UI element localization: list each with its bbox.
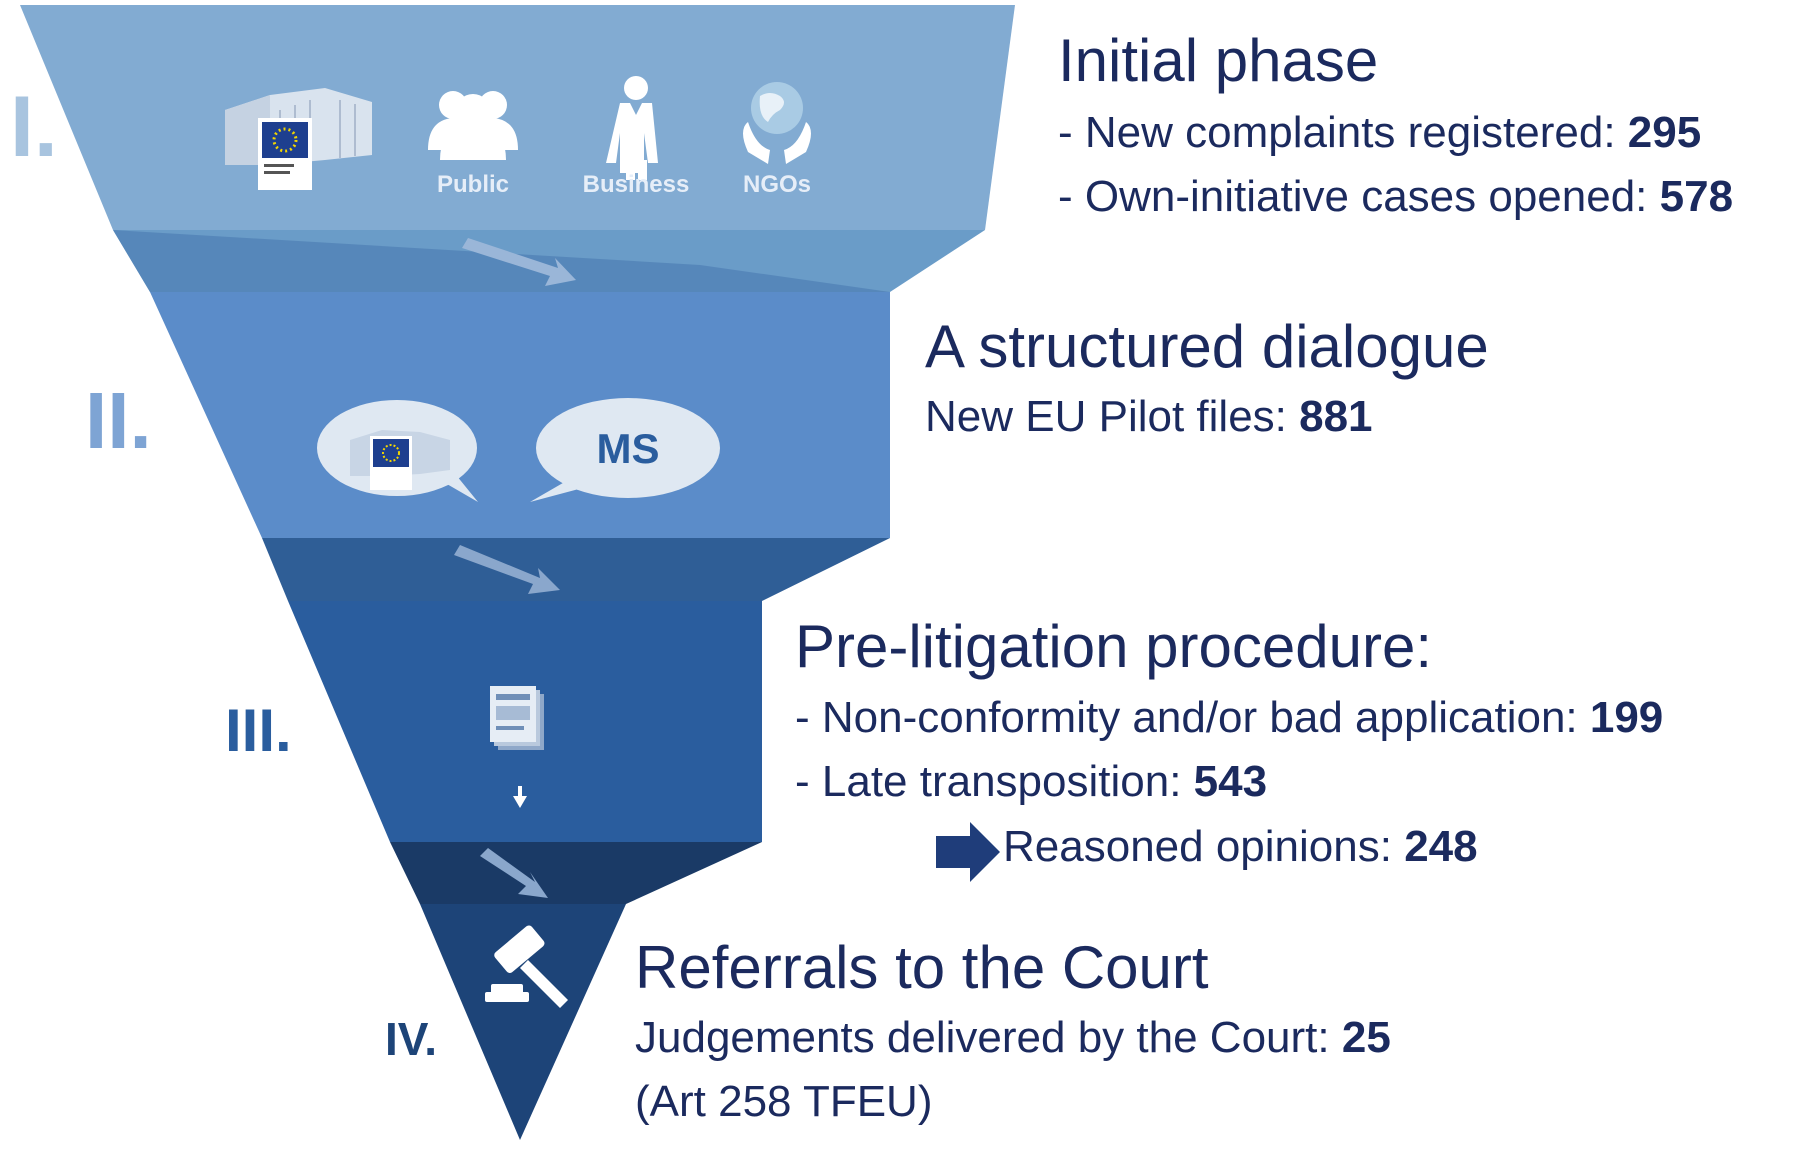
public-label: Public — [437, 171, 509, 198]
stage-3-line-1-value: 199 — [1589, 693, 1664, 742]
stage-3-line-2: - Late transposition: 543 — [795, 756, 1267, 808]
stage-3-numeral: III. — [225, 697, 292, 764]
stage-3-line-1-label: - Non-conformity and/or bad application: — [795, 693, 1590, 742]
stage-3-title: Pre-litigation procedure: — [795, 613, 1433, 680]
stage-2-band — [150, 292, 890, 538]
connector-band-1-2-shadow — [113, 230, 890, 292]
connector-band-3-4 — [390, 842, 762, 904]
ms-bubble-label: MS — [597, 425, 660, 472]
stage-3-line-2-value: 543 — [1193, 757, 1268, 806]
stage-1-line-1: - New complaints registered: 295 — [1058, 107, 1701, 159]
stage-1-line-1-label: - New complaints registered: — [1058, 108, 1628, 157]
stage-4-line-1-label: Judgements delivered by the Court: — [635, 1013, 1342, 1062]
right-arrow-icon — [936, 822, 1000, 882]
flow-arrow-1-icon — [462, 238, 576, 286]
stage-3-line-3-label: Reasoned opinions: — [1003, 822, 1405, 871]
stage-1-line-1-value: 295 — [1627, 108, 1702, 157]
ngos-label: NGOs — [743, 171, 811, 198]
stage-1-numeral: I. — [10, 79, 58, 175]
business-label: Business — [583, 171, 690, 198]
stage-1-line-2: - Own-initiative cases opened: 578 — [1058, 171, 1733, 223]
flow-arrow-2-icon — [454, 545, 560, 594]
flow-arrow-3-icon — [480, 848, 548, 898]
gavel-icon — [485, 925, 568, 1008]
stage-4-numeral: IV. — [385, 1013, 438, 1065]
stage-2-line-1-label: New EU Pilot files: — [925, 392, 1300, 441]
stage-1-band — [20, 5, 1015, 230]
down-arrow-icon — [513, 786, 527, 808]
public-group-icon — [428, 91, 518, 160]
speech-bubble-eu-icon — [317, 400, 478, 502]
business-person-icon — [606, 76, 658, 180]
stage-3-line-3-value: 248 — [1404, 822, 1478, 871]
stage-4-triangle — [420, 904, 626, 1140]
speech-bubble-icon: MS — [530, 398, 720, 502]
stage-3-line-1: - Non-conformity and/or bad application:… — [795, 692, 1663, 744]
stage-1-line-2-label: - Own-initiative cases opened: — [1058, 172, 1660, 221]
stage-4-title: Referrals to the Court — [635, 934, 1209, 1001]
stage-3-line-3: Reasoned opinions: 248 — [1003, 821, 1478, 873]
connector-band-2-3 — [262, 538, 890, 601]
ngo-globe-hands-icon — [743, 82, 811, 164]
documents-icon — [490, 686, 544, 750]
stage-1-line-2-value: 578 — [1659, 172, 1734, 221]
eu-building-icon — [225, 88, 372, 190]
stage-2-line-1: New EU Pilot files: 881 — [925, 391, 1373, 443]
stage-4-line-2: (Art 258 TFEU) — [635, 1077, 933, 1126]
stage-2-line-1-value: 881 — [1299, 392, 1373, 441]
stage-2-numeral: II. — [85, 376, 152, 465]
stage-4-line-1: Judgements delivered by the Court: 25 — [635, 1012, 1391, 1064]
stage-3-line-2-label: - Late transposition: — [795, 757, 1194, 806]
stage-2-title: A structured dialogue — [925, 313, 1489, 380]
stage-4-line-1-value: 25 — [1341, 1013, 1391, 1062]
stage-1-title: Initial phase — [1058, 27, 1379, 94]
